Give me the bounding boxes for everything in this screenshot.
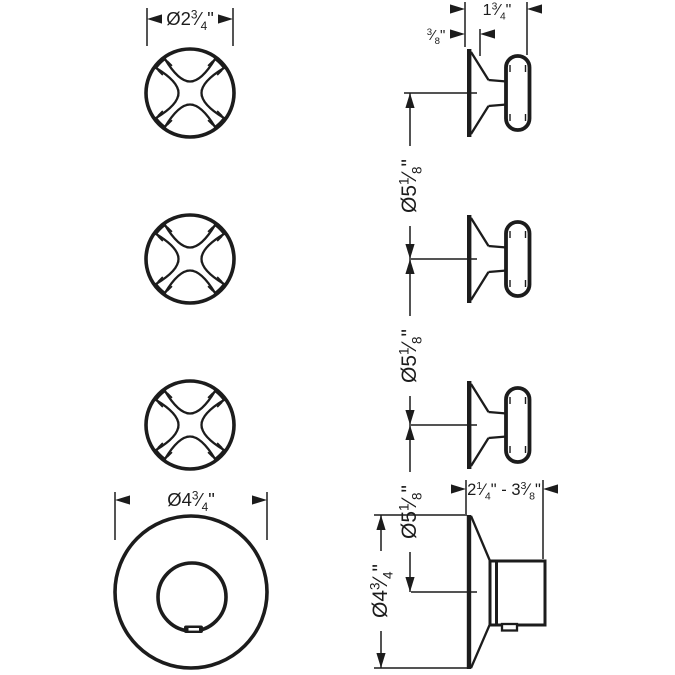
dim-arrow-up xyxy=(405,425,415,440)
dim-arrow-right xyxy=(527,4,542,14)
dim-wall-offset: 3⁄8" xyxy=(427,27,495,56)
valve-body xyxy=(488,559,547,627)
side-handle-bottom xyxy=(469,381,529,469)
dim-knob-diameter: Ø23⁄4" xyxy=(146,8,234,46)
thermostat-valve-side xyxy=(466,515,547,669)
dim-arrow-right xyxy=(218,14,233,24)
valve-index-tab xyxy=(500,622,519,632)
dim-port-spacing-chain: Ø51⁄8" Ø51⁄8" Ø51⁄8" xyxy=(397,93,425,592)
label-mask xyxy=(400,316,420,396)
side-handle-middle xyxy=(469,215,529,303)
dim-label-escutcheon-diameter: Ø43⁄4" xyxy=(167,489,215,514)
thermostat-escutcheon-front xyxy=(113,514,269,670)
valve-escutcheon-cone xyxy=(469,515,492,669)
dim-label-valve-escutcheon-diameter: Ø43⁄4" xyxy=(368,564,396,618)
dim-handle-projection: 13⁄4" xyxy=(450,1,542,55)
side-handle-top xyxy=(469,49,529,137)
cross-handle-front-top xyxy=(146,49,234,137)
dim-arrow-down xyxy=(405,244,415,259)
dim-escutcheon-diameter: Ø43⁄4" xyxy=(114,489,268,540)
dim-valve-escutcheon-diameter: Ø43⁄4" xyxy=(368,514,467,669)
cross-handle-front-bottom xyxy=(146,381,234,469)
dim-label-handle-projection: 13⁄4" xyxy=(483,1,512,22)
dim-arrow-up xyxy=(405,93,415,108)
label-mask xyxy=(371,551,391,631)
dim-arrow-up xyxy=(405,259,415,274)
dim-arrow-up xyxy=(376,515,386,530)
thermostat-knob-circle xyxy=(156,561,228,633)
cross-handle-front-middle xyxy=(146,215,234,303)
dim-arrow-right xyxy=(480,29,495,39)
dim-label-spacing-top: Ø51⁄8" xyxy=(397,159,425,213)
dim-label-spacing-middle: Ø51⁄8" xyxy=(397,329,425,383)
dim-arrow-down xyxy=(376,653,386,668)
dim-arrow-right xyxy=(252,495,267,505)
dim-arrow-right xyxy=(543,484,558,494)
dim-label-spacing-bottom: Ø51⁄8" xyxy=(397,485,425,539)
label-mask xyxy=(400,146,420,226)
dim-arrow-down xyxy=(405,410,415,425)
dim-label-valve-depth-range: 21⁄4" - 33⁄8" xyxy=(467,480,541,502)
dim-arrow-left xyxy=(115,495,130,505)
knob-index-slot xyxy=(188,628,199,631)
label-mask xyxy=(400,472,420,552)
centerlines xyxy=(404,92,477,593)
dim-label-knob-diameter: Ø23⁄4" xyxy=(166,8,214,33)
dim-label-wall-offset: 3⁄8" xyxy=(427,27,446,47)
dim-arrow-left xyxy=(450,29,465,39)
dim-arrow-left xyxy=(450,4,465,14)
dim-valve-depth-range: 21⁄4" - 33⁄8" xyxy=(451,480,558,559)
dim-arrow-down xyxy=(405,577,415,592)
dim-arrow-left xyxy=(147,14,162,24)
dim-arrow-left xyxy=(451,484,466,494)
